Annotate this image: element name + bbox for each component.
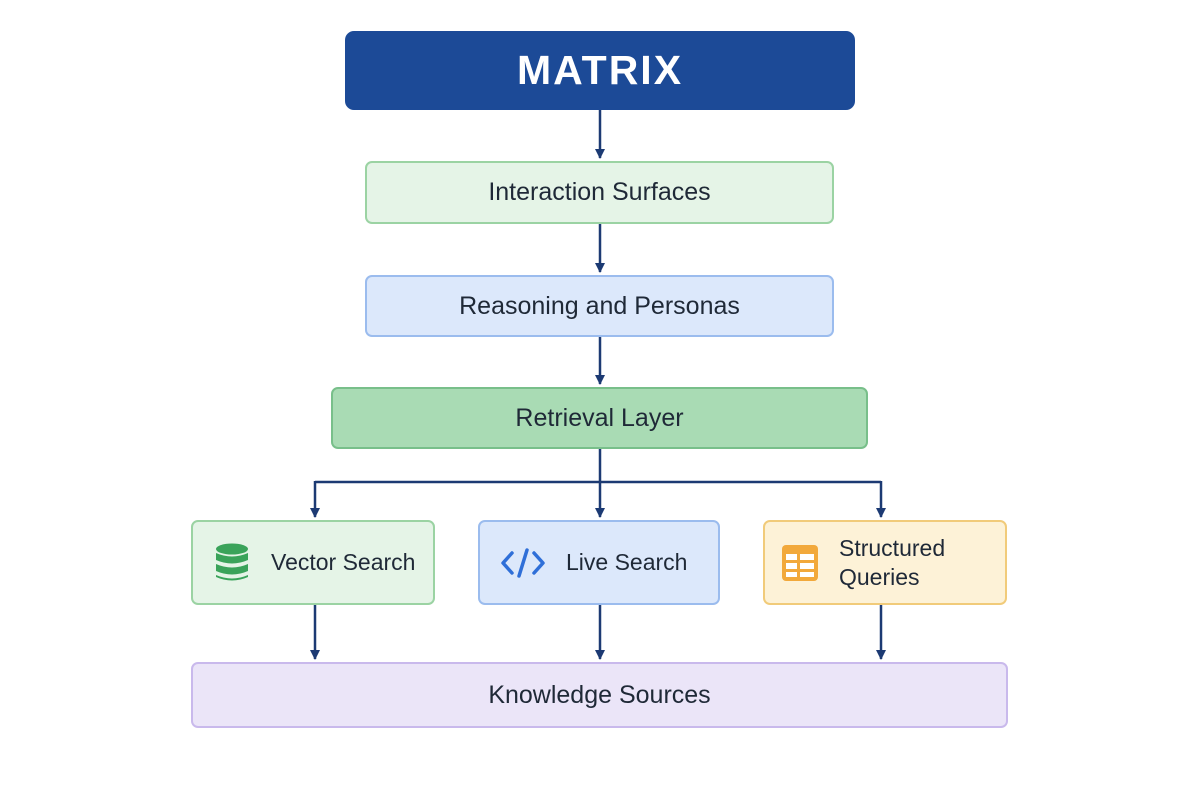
- interaction-surfaces-box: Interaction Surfaces: [365, 161, 834, 224]
- matrix-title-box: MATRIX: [345, 31, 855, 110]
- database-icon: [213, 542, 251, 584]
- matrix-title: MATRIX: [516, 47, 684, 93]
- knowledge-sources-label: Knowledge Sources: [488, 680, 711, 709]
- interaction-surfaces-label: Interaction Surfaces: [488, 178, 711, 206]
- knowledge-sources-box: Knowledge Sources: [191, 662, 1008, 728]
- table-icon: [781, 544, 819, 582]
- reasoning-personas-box: Reasoning and Personas: [365, 275, 834, 337]
- retrieval-layer-label: Retrieval Layer: [515, 403, 684, 432]
- structured-queries-line1: Structured: [839, 535, 946, 562]
- reasoning-personas-label: Reasoning and Personas: [459, 291, 740, 320]
- vector-search-box: Vector Search: [191, 520, 435, 605]
- vector-search-label: Vector Search: [271, 549, 416, 575]
- structured-queries-box: Structured Queries: [763, 520, 1007, 605]
- live-search-box: Live Search: [478, 520, 720, 605]
- structured-queries-line2: Queries: [839, 563, 920, 590]
- code-icon: [500, 545, 546, 581]
- live-search-label: Live Search: [566, 549, 688, 575]
- structured-queries-label: Structured Queries: [839, 534, 945, 590]
- retrieval-layer-box: Retrieval Layer: [331, 387, 868, 449]
